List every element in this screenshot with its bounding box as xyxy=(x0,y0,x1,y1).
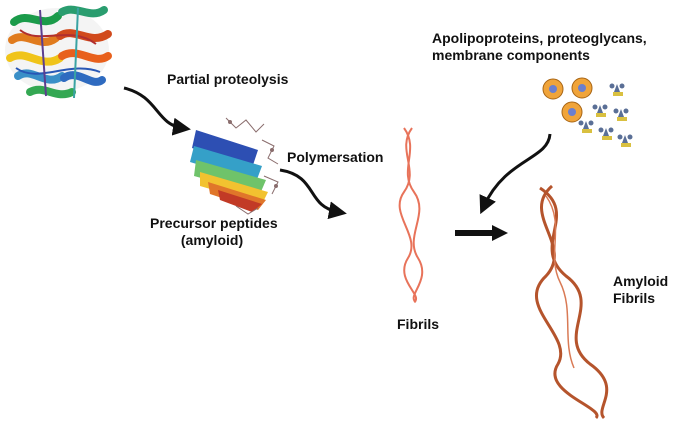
proteoglycan-icon xyxy=(613,108,629,121)
label-precursor-peptides: Precursor peptides (amyloid) xyxy=(150,215,278,249)
lipoprotein-sphere-icon xyxy=(542,78,564,100)
lipoprotein-sphere-icon xyxy=(571,77,593,99)
proteoglycan-icon xyxy=(592,104,608,117)
fibril-strand xyxy=(398,127,424,303)
amyloid-fibril-strand xyxy=(535,184,609,420)
lipoprotein-sphere-icon xyxy=(561,101,583,123)
beta-sheet-ribbon-icon xyxy=(190,117,279,215)
proteoglycan-icon xyxy=(578,120,594,133)
label-amyloid-line2: Fibrils xyxy=(613,290,656,306)
label-amyloid-line1: Amyloid xyxy=(613,273,669,289)
apolipoprotein-spheres xyxy=(542,77,593,123)
label-precursor-line2: (amyloid) xyxy=(180,232,244,248)
proteoglycan-icon xyxy=(617,134,633,147)
label-precursor-line1: Precursor peptides xyxy=(150,215,278,231)
proteoglycan-icon xyxy=(598,127,614,140)
label-fibrils: Fibrils xyxy=(397,316,440,332)
proteoglycan-icon xyxy=(609,83,625,96)
label-polymersation: Polymersation xyxy=(287,149,384,165)
label-components-line2: membrane components xyxy=(432,47,590,63)
label-components-line1: Apolipoproteins, proteoglycans, xyxy=(432,30,647,46)
helical-protein-icon xyxy=(5,5,112,99)
arrow-proteolysis xyxy=(123,86,191,136)
arrow-components xyxy=(479,133,552,215)
arrow-polymerisation xyxy=(279,168,347,220)
proteoglycan-clusters xyxy=(578,83,633,147)
arrow-to-amyloid-fibrils-head xyxy=(492,225,508,241)
label-amyloid-fibrils: Amyloid Fibrils xyxy=(613,273,668,307)
label-partial-proteolysis: Partial proteolysis xyxy=(167,71,289,87)
label-membrane-components: Apolipoproteins, proteoglycans, membrane… xyxy=(432,30,647,64)
